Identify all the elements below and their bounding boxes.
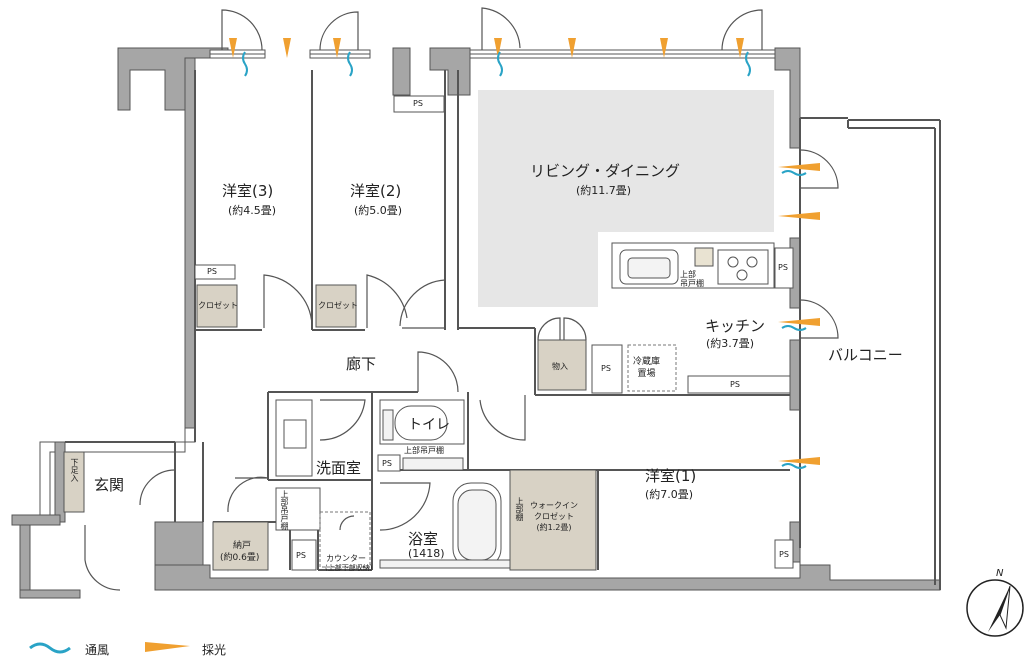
ps-label-kitchen-bottom: PS [730,380,740,389]
storage-areas [63,284,597,571]
room-kitchen-size: (約3.7畳) [706,337,755,350]
kitchen-upper-cabinet-label: 上部 吊戸棚 [680,270,704,288]
compass [966,579,1024,637]
room-storage-size: (約0.6畳) [220,553,260,563]
room-balcony-name: バルコニー [828,346,903,364]
window-swings [221,7,763,51]
ps-label-western3: PS [207,267,217,276]
room-bathroom-size: (1418) [408,547,445,560]
ps-boxes [194,95,794,571]
room-western2-name: 洋室(2) [350,182,402,200]
room-western1-size: (約7.0畳) [645,488,694,501]
daylight-markers [229,38,820,465]
closet3-label: クロゼット [198,301,238,310]
room-washroom-name: 洗面室 [316,459,362,477]
walkin-closet-label: ウォークイン クロゼット (約1.2畳) [530,501,578,532]
counter-note: (上部下部収納) [325,564,373,572]
room-corridor-name: 廊下 [346,355,377,373]
ps-label-western1: PS [779,550,789,559]
ps-label-kitchen-right: PS [778,263,788,272]
top-windows [209,49,776,59]
compass-north-label: N [996,568,1004,579]
ps-label-storage: PS [296,551,306,560]
door-arcs [84,149,839,591]
upper-shelf-label: 上部棚 [515,497,524,521]
counter-label: カウンター [326,554,366,563]
counter-outline [319,511,371,568]
legend-light-swatch [145,642,190,652]
legend-vent-swatch [29,642,71,654]
ps-label-toilet: PS [382,459,392,468]
room-living-name: リビング・ダイニング [530,162,681,180]
fridge-label: 冷蔵庫 置場 [633,357,661,379]
ps-label-top: PS [413,99,423,108]
room-living-size: (約11.7畳) [576,184,632,197]
bath-fixtures [275,399,511,569]
room-entrance-name: 玄関 [94,476,125,494]
ps-label-kitchen: PS [601,364,611,373]
monoire-label: 物入 [552,362,568,371]
room-western3-size: (約4.5畳) [228,204,277,217]
closet2-label: クロゼット [318,301,358,310]
room-bathroom-name: 浴室 [408,530,439,548]
legend-light-label: 採光 [202,643,227,657]
room-kitchen-name: キッチン [705,317,766,335]
room-western3-name: 洋室(3) [222,182,274,200]
toilet-upper-cabinet-label: 上部吊戸棚 [404,446,444,455]
room-toilet-name: トイレ [408,417,450,433]
ventilation-markers [242,51,807,469]
legend-vent-label: 通風 [85,643,110,657]
room-western1-name: 洋室(1) [645,467,697,485]
wash-upper-cabinet-label: 上部吊戸棚 [280,490,289,530]
room-western2-size: (約5.0畳) [354,204,403,217]
shoe-box-label: 下足入 [70,458,79,482]
kitchen-counter [611,242,775,289]
room-storage-name: 納戸 [233,541,252,551]
fridge-space [627,344,677,392]
